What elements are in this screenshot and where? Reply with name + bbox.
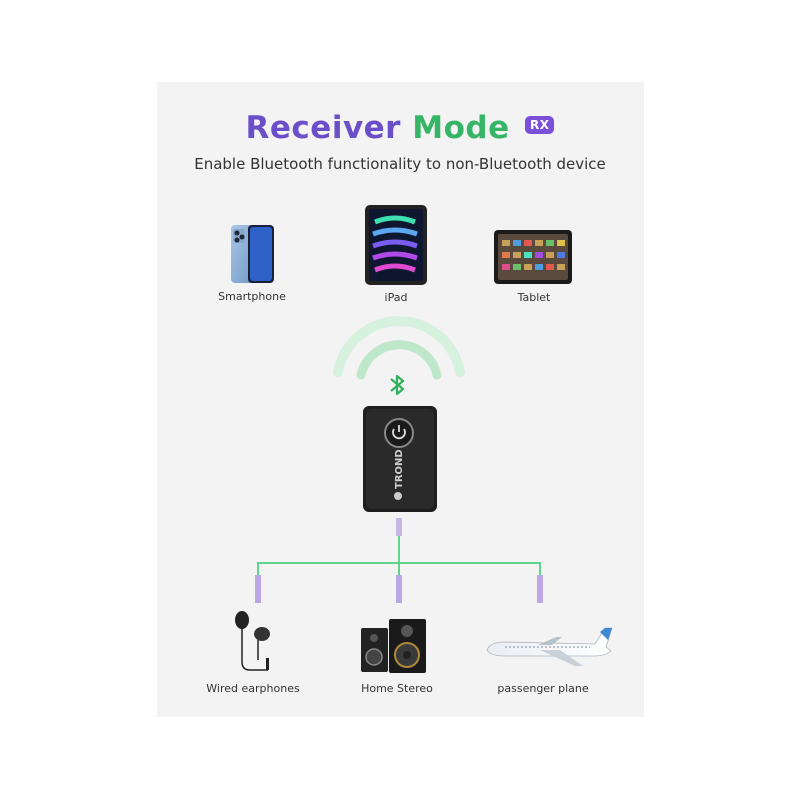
- brand-logo: TROND: [394, 449, 405, 500]
- power-icon: [392, 425, 406, 440]
- page-title: Receiver Mode RX: [0, 108, 800, 148]
- bluetooth-receiver-device: TROND: [363, 406, 437, 512]
- svg-text:TROND: TROND: [394, 449, 405, 489]
- signal-waves: [333, 316, 465, 380]
- tablet-icon: [494, 230, 572, 284]
- stereo-speakers-icon: [361, 619, 426, 673]
- earphones-icon: [235, 611, 270, 671]
- smartphone-label: Smartphone: [218, 290, 286, 303]
- airplane-icon: [486, 627, 613, 666]
- smartphone-icon: [231, 225, 274, 283]
- cable-plugs: [255, 518, 543, 603]
- tablet-label: Tablet: [517, 291, 551, 304]
- stereo-label: Home Stereo: [361, 682, 433, 695]
- background-panel: [157, 82, 644, 717]
- plane-label: passenger plane: [497, 682, 589, 695]
- subtitle: Enable Bluetooth functionality to non-Bl…: [194, 155, 606, 173]
- title-word-mode: Mode: [412, 110, 510, 146]
- bluetooth-icon: [390, 374, 405, 396]
- ipad-icon: [365, 205, 427, 285]
- earphones-label: Wired earphones: [206, 682, 300, 695]
- title-word-receiver: Receiver: [245, 110, 401, 146]
- ipad-label: iPad: [384, 291, 408, 304]
- rx-badge: RX: [524, 116, 555, 134]
